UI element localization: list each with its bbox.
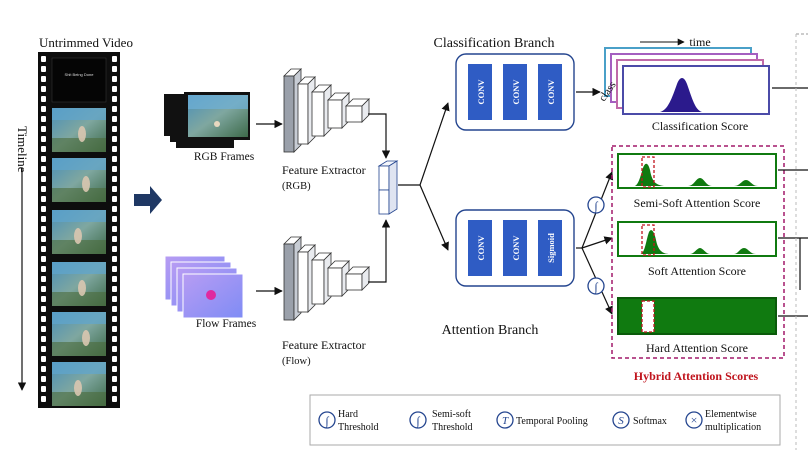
semi-soft-attention-plot xyxy=(617,153,777,189)
legend-temporal-pooling: T Temporal Pooling xyxy=(496,411,588,429)
rgb-extractor-sub: (RGB) xyxy=(282,181,311,192)
attention-conv-1: CONV xyxy=(468,220,492,276)
flow-frames-stack xyxy=(164,255,244,319)
rgb-frames-label: RGB Frames xyxy=(194,151,255,163)
classification-branch-title: Classification Branch xyxy=(434,36,555,51)
film-frame-intro xyxy=(51,57,107,103)
classification-conv-3-label: CONV xyxy=(546,79,556,105)
attention-conv-2: CONV xyxy=(503,220,527,276)
film-sprockets xyxy=(41,56,117,402)
legend-softmax-line1: Softmax xyxy=(633,416,667,427)
legend-temporal-symbol-icon: T xyxy=(502,415,509,427)
to-soft-arrow xyxy=(581,236,613,249)
untrimmed-video-label: Untrimmed Video xyxy=(39,35,133,50)
flow-to-concat-arrow xyxy=(368,219,391,283)
classification-conv-1: CONV xyxy=(468,64,492,120)
classification-score-stack: time class xyxy=(597,35,770,115)
rgb-to-concat-arrow xyxy=(368,113,391,159)
legend-multiply-symbol-icon: × xyxy=(691,413,698,427)
hybrid-attention-label: Hybrid Attention Scores xyxy=(634,369,759,383)
film-frames xyxy=(51,57,107,406)
classification-conv-3: CONV xyxy=(538,64,562,120)
legend-hard-line1: Hard xyxy=(338,409,358,420)
legend-temporal-line1: Temporal Pooling xyxy=(516,416,588,427)
classification-conv-2: CONV xyxy=(503,64,527,120)
attention-conv-1-label: CONV xyxy=(476,235,486,261)
legend-semi-soft-line1: Semi-soft xyxy=(432,409,471,420)
soft-attention-plot xyxy=(617,221,777,257)
attention-sigmoid-label: Sigmoid xyxy=(546,233,556,263)
flow-frames-label: Flow Frames xyxy=(196,318,257,330)
film-strip: Shit Being Done xyxy=(38,52,120,408)
hard-threshold-symbol: ∫ xyxy=(593,280,598,294)
flow-extractor-title: Feature Extractor xyxy=(282,338,366,352)
flow-feature-extractor xyxy=(283,236,370,321)
soft-score-label: Soft Attention Score xyxy=(648,264,746,278)
legend-softmax-symbol-icon: S xyxy=(618,415,624,427)
hard-score-label: Hard Attention Score xyxy=(646,341,748,355)
concatenated-feature-block xyxy=(377,160,399,215)
legend-softmax: S Softmax xyxy=(612,411,667,429)
legend-semi-soft-threshold: ∫ Semi-soft Threshold xyxy=(409,409,473,433)
time-label: time xyxy=(689,35,710,49)
hard-threshold-icon: ∫ xyxy=(587,277,605,295)
attention-conv-2-label: CONV xyxy=(511,235,521,261)
semi-soft-score-label: Semi-Soft Attention Score xyxy=(634,196,761,210)
legend-multiply-line2: multiplication xyxy=(705,422,761,433)
input-arrow xyxy=(134,186,162,214)
classification-conv-2-label: CONV xyxy=(511,79,521,105)
rgb-feature-extractor xyxy=(283,68,370,153)
legend-semi-soft-symbol-icon: ∫ xyxy=(415,414,420,428)
classification-conv-1-label: CONV xyxy=(476,79,486,105)
rgb-frames-stack xyxy=(164,92,250,148)
attention-branch-title: Attention Branch xyxy=(442,323,539,338)
attention-sigmoid: Sigmoid xyxy=(538,220,562,276)
legend-elementwise-multiplication: × Elementwise multiplication xyxy=(685,409,761,433)
hybrid-attention-box xyxy=(611,145,785,359)
semi-soft-threshold-symbol: ∫ xyxy=(593,199,598,213)
legend-hard-threshold: ∫ Hard Threshold xyxy=(318,409,379,433)
to-attention-arrow xyxy=(419,184,449,251)
semi-soft-threshold-icon: ∫ xyxy=(587,196,605,214)
to-classification-arrow xyxy=(398,102,450,186)
legend: ∫ Hard Threshold ∫ Semi-soft Threshold T… xyxy=(309,394,781,446)
classification-score-label: Classification Score xyxy=(652,119,748,133)
flow-extractor-sub: (Flow) xyxy=(282,356,311,367)
rgb-extractor-title: Feature Extractor xyxy=(282,163,366,177)
legend-semi-soft-line2: Threshold xyxy=(432,422,473,433)
legend-hard-line2: Threshold xyxy=(338,422,379,433)
hard-attention-plot xyxy=(617,297,777,335)
legend-hard-symbol-icon: ∫ xyxy=(324,414,329,428)
timeline-label: Timeline xyxy=(15,126,30,173)
legend-multiply-line1: Elementwise xyxy=(705,409,757,420)
film-intro-text: Shit Being Done xyxy=(65,72,95,77)
timeline-axis: Timeline xyxy=(15,126,30,391)
